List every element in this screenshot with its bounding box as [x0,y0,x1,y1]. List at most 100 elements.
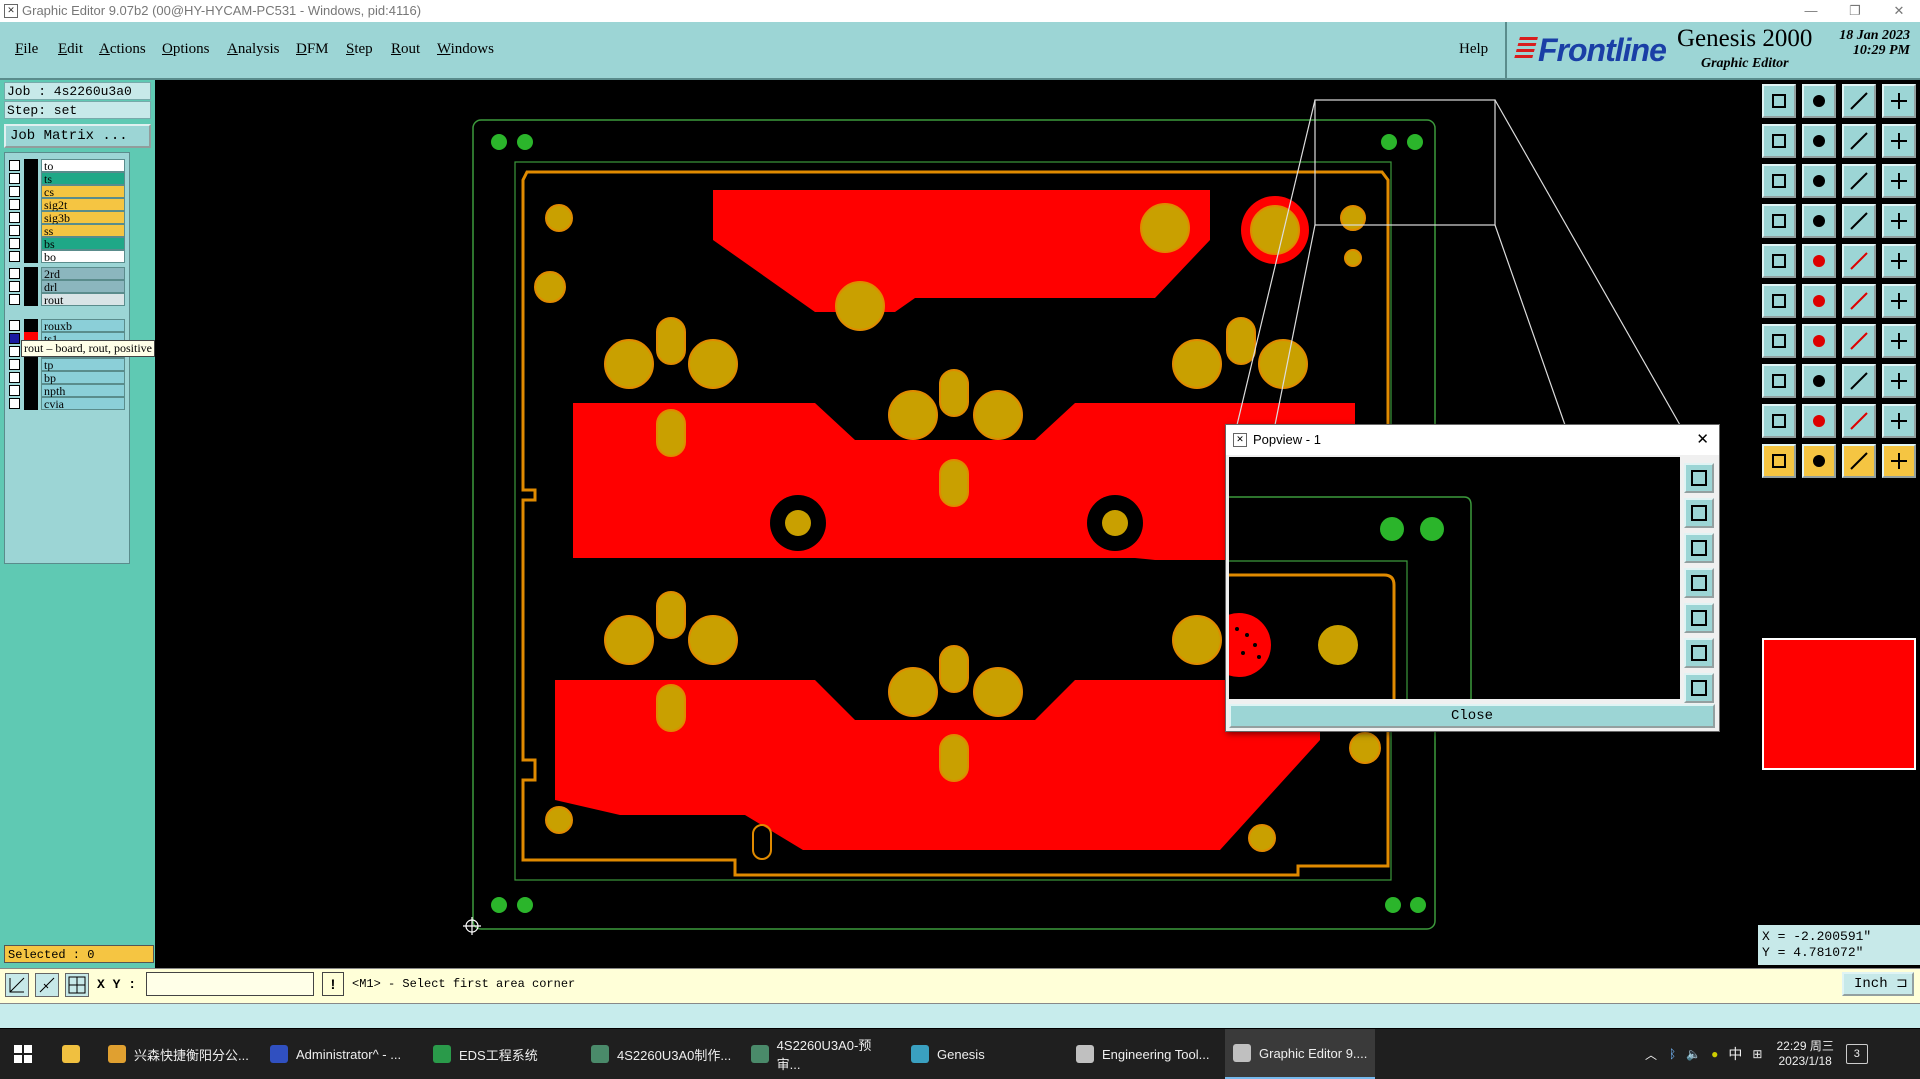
tool-draw-line-red-button[interactable] [1802,244,1836,278]
layer-checkbox[interactable] [9,398,20,409]
pop-center-button[interactable] [1684,673,1714,703]
tool-home-button[interactable] [1842,84,1876,118]
maximize-button[interactable]: ❐ [1849,3,1861,18]
taskbar-app-0[interactable]: 兴森快捷衡阳分公... [100,1029,250,1079]
tool-select-arrow-button[interactable] [1762,444,1796,478]
layer-checkbox[interactable] [9,238,20,249]
menu-analysis[interactable]: Analysis [227,41,280,57]
layer-checkbox[interactable] [9,186,20,197]
info-button[interactable]: ! [322,972,344,996]
tool-cross-node-button[interactable] [1802,284,1836,318]
tool-triangle-b-button[interactable] [1802,404,1836,438]
close-window-button[interactable]: ✕ [1893,3,1905,18]
tool-select-multi-button[interactable] [1882,444,1916,478]
menu-actions[interactable]: Actions [99,41,146,57]
tool-shapes-button[interactable] [1882,364,1916,398]
minimize-button[interactable]: — [1804,3,1818,18]
layer-checkbox[interactable] [9,281,20,292]
menu-rout[interactable]: Rout [391,41,421,57]
tool-split-view-button[interactable] [1882,84,1916,118]
layer-checkbox[interactable] [9,251,20,262]
tool-zoom-fit-button[interactable] [1762,164,1796,198]
tool-layer-down-button[interactable] [1842,204,1876,238]
tool-line-red-button[interactable] [1802,324,1836,358]
tool-step-left-button[interactable] [1882,124,1916,158]
menu-dfm[interactable]: DFM [296,41,329,57]
layer-checkbox[interactable] [9,294,20,305]
popview-close-button[interactable]: Close [1229,704,1715,728]
file-explorer-icon[interactable] [62,1029,88,1079]
taskbar-app-1[interactable]: Administrator^ - ... [262,1029,412,1079]
taskbar-app-4[interactable]: 4S2260U3A0-预审... [743,1029,893,1079]
tool-triangle-d-button[interactable] [1882,404,1916,438]
tool-angle-red-button[interactable] [1762,324,1796,358]
job-matrix-button[interactable]: Job Matrix ... [4,124,151,148]
tool-move-left-button[interactable] [1762,124,1796,158]
zoom-out-button[interactable] [35,973,59,997]
tool-scale-1-2-button[interactable] [1842,164,1876,198]
pop-down-button[interactable] [1684,533,1714,563]
taskbar-app-3[interactable]: 4S2260U3A0制作... [583,1029,733,1079]
layer-checkbox[interactable] [9,268,20,279]
tool-zoom-center-button[interactable] [1802,164,1836,198]
layer-checkbox[interactable] [9,173,20,184]
tool-move-right-button[interactable] [1802,124,1836,158]
layer-checkbox[interactable] [9,372,20,383]
tool-add-node-button[interactable] [1842,284,1876,318]
tool-frame-button[interactable] [1842,364,1876,398]
tool-triangle-c-button[interactable] [1842,404,1876,438]
pop-fit-button[interactable] [1684,638,1714,668]
layer-checkbox[interactable] [9,199,20,210]
layer-checkbox[interactable] [9,359,20,370]
menu-options[interactable]: Options [162,41,210,57]
tool-arc-button[interactable] [1842,324,1876,358]
tool-align-button[interactable] [1882,324,1916,358]
layer-checkbox[interactable] [9,320,20,331]
units-selector[interactable]: Inch ⊐ [1842,972,1914,996]
clock[interactable]: 22:29 周三 2023/1/18 [1776,1039,1833,1069]
grid-button[interactable] [65,973,89,997]
layer-checkbox[interactable] [9,212,20,223]
tool-step-right-button[interactable] [1842,124,1876,158]
taskbar-app-2[interactable]: EDS工程系统 [425,1029,575,1079]
tool-undo-view-button[interactable] [1762,204,1796,238]
tool-node-link-button[interactable] [1882,284,1916,318]
notification-icon[interactable]: 3 [1845,1044,1868,1064]
menu-step[interactable]: Step [346,41,373,57]
chevron-up-icon[interactable]: ︿ [1645,1047,1658,1062]
menu-windows[interactable]: Windows [437,41,494,57]
tool-snap-center-button[interactable] [1762,244,1796,278]
taskbar-app-5[interactable]: Genesis [903,1029,1053,1079]
pop-zoom-button[interactable] [1684,463,1714,493]
keyboard-icon[interactable]: ⊞ [1752,1047,1763,1061]
tool-select-area-button[interactable] [1842,444,1876,478]
start-button[interactable] [14,1029,32,1079]
xy-input[interactable] [146,972,314,996]
tool-help-button[interactable] [1882,164,1916,198]
layer-checkbox[interactable] [9,225,20,236]
ime-status-icon[interactable]: ● [1711,1047,1719,1061]
menu-edit[interactable]: Edit [58,41,84,57]
menu-help[interactable]: Help [1459,41,1489,57]
tool-move-down-button[interactable] [1802,84,1836,118]
tool-grid-snap-button[interactable] [1802,204,1836,238]
tool-dot-button[interactable] [1882,244,1916,278]
popview-canvas[interactable] [1229,457,1680,699]
popview-close-icon[interactable]: ✕ [1696,431,1709,448]
layer-checkbox[interactable] [9,160,20,171]
pop-right-button[interactable] [1684,603,1714,633]
zoom-in-button[interactable] [5,973,29,997]
pop-up-button[interactable] [1684,498,1714,528]
tool-route-node-button[interactable] [1762,284,1796,318]
pop-left-button[interactable] [1684,568,1714,598]
tool-move-up-button[interactable] [1762,84,1796,118]
tool-measure-button[interactable] [1842,244,1876,278]
menu-file[interactable]: File [15,41,39,57]
tool-select-box-button[interactable] [1802,444,1836,478]
tool-triangle-a-button[interactable] [1762,404,1796,438]
layer-checkbox[interactable] [9,385,20,396]
tool-line-minus-button[interactable] [1802,364,1836,398]
speaker-icon[interactable]: 🔈 [1686,1047,1702,1061]
ime-indicator[interactable]: 中 [1728,1046,1743,1062]
layer-checkbox[interactable] [9,346,20,357]
